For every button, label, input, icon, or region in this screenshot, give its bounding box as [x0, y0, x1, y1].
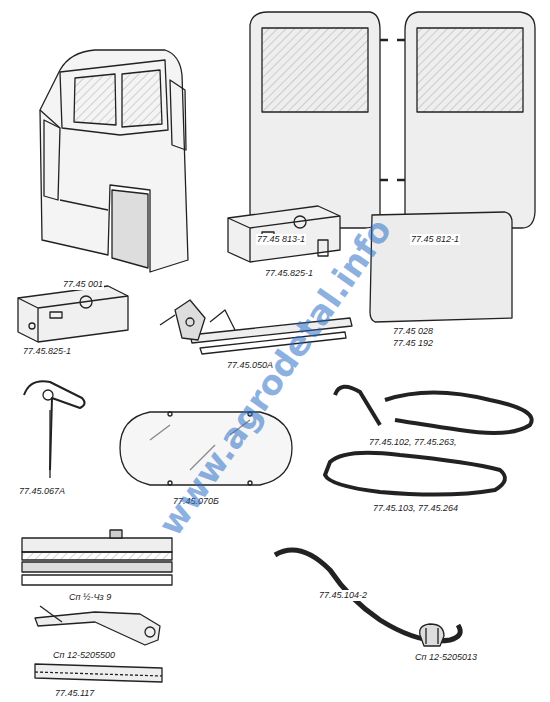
wiper-blade-drawing	[22, 530, 172, 585]
wiper-arm-drawing	[35, 606, 160, 645]
knob-drawing	[420, 624, 444, 646]
door-drawings	[250, 12, 535, 228]
arm-part-number: Сп 12-5205500	[52, 650, 116, 661]
handle-drawing	[24, 381, 85, 478]
lock-part-number: 77.45.825-1	[264, 268, 314, 279]
door-part-number: 77.45 813-1	[256, 234, 306, 245]
hose-part-number: 77.45.104-2	[318, 590, 368, 601]
wiper-part-number: Сп ½-Чз 9	[68, 592, 112, 603]
glass-part-number: 77.45 192	[392, 338, 434, 349]
seal-part-number: 77.45.103, 77.45.264	[372, 503, 459, 514]
glass-part-number: 77.45 028	[392, 326, 434, 337]
door-part-number: 77.45 812-1	[410, 234, 460, 245]
cab-drawing	[40, 50, 188, 272]
knob-part-number: Сп 12-5205013	[414, 652, 478, 663]
seal-part-number: 77.45.102, 77.45.263,	[368, 437, 458, 448]
wiper-blade-small-drawing	[35, 664, 162, 682]
cab-part-number: 77.45 001	[62, 279, 104, 290]
seal-drawings	[275, 387, 532, 641]
handle-part-number: 77.45.067А	[18, 486, 66, 497]
lock-part-number: 77.45.825-1	[22, 346, 72, 357]
blade-part-number: 77.45.117	[54, 688, 95, 699]
